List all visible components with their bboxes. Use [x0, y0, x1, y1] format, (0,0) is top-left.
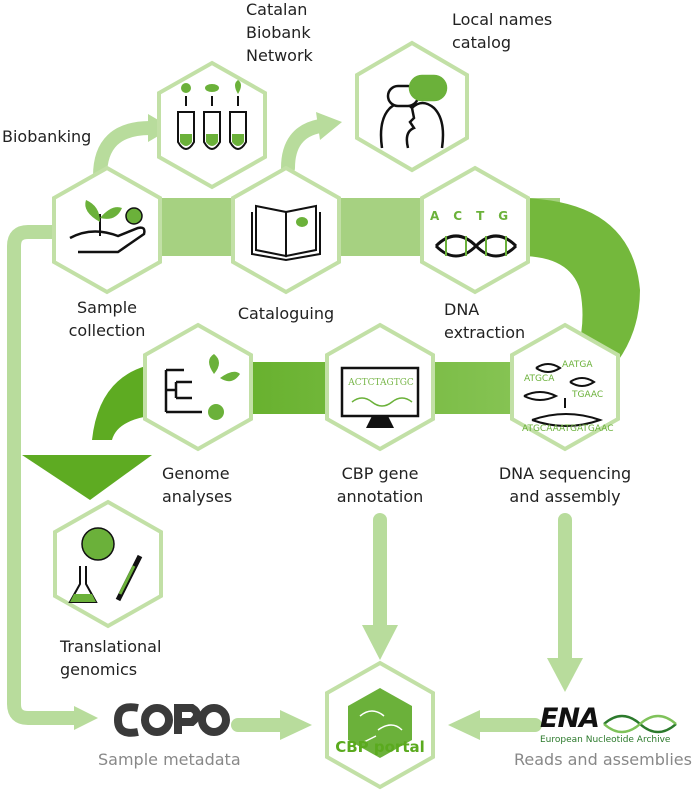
hand-plant-icon: [69, 200, 146, 254]
hex-sample-collection: [52, 165, 162, 295]
label-reads-assemblies: Reads and assemblies: [514, 750, 692, 769]
open-book-icon: [251, 204, 321, 262]
local-names-curve: [281, 119, 327, 175]
test-tubes-icon: [177, 80, 247, 150]
left-feedback-line: [7, 225, 83, 725]
label-cataloguing: Cataloguing: [237, 304, 335, 323]
arrowhead-annotation: [362, 625, 398, 660]
label-biobanking: Biobanking: [2, 127, 92, 146]
hex-dna-extraction: [420, 165, 530, 295]
hex-translational: [53, 499, 163, 629]
seq-tag-atgca: ATGCA: [524, 374, 555, 384]
label-local-names: Local names catalog: [452, 10, 553, 52]
monitor-sequence-text: ACTCTAGTGC: [348, 378, 414, 388]
globe-flask-syringe-icon: [68, 527, 143, 603]
label-catalan-biobank: Catalan Biobank Network: [246, 0, 313, 65]
ena-logo: ENA: [540, 703, 600, 734]
seq-tag-long: ATGCAAATGATGAAC: [522, 424, 614, 434]
label-dna-sequencing: DNA sequencing and assembly: [498, 464, 632, 506]
monitor-icon: [340, 366, 420, 428]
label-dna-extraction: DNA extraction: [444, 300, 526, 342]
hex-biobank: [157, 60, 267, 190]
phylo-tree-icon: [164, 354, 240, 420]
biobanking-curve: [93, 121, 157, 183]
arrowhead-copo: [74, 706, 98, 730]
hexagon-nodes: [52, 40, 620, 790]
actg-letters: ACTG: [430, 209, 523, 223]
label-sample-metadata: Sample metadata: [98, 750, 241, 769]
arrowhead-sequencing: [547, 658, 583, 692]
label-cbp-gene-annotation: CBP gene annotation: [336, 464, 424, 506]
hex-genome-analyses: [143, 322, 253, 452]
sequencing-icon: [523, 363, 604, 427]
arrowheads: [74, 112, 583, 740]
copo-logo-icon: [113, 703, 230, 737]
band-arrowhead: [22, 455, 152, 500]
dna-helix-icon: [434, 234, 518, 258]
seq-tag-aatga: AATGA: [562, 360, 593, 370]
label-translational-genomics: Translational genomics: [60, 637, 162, 679]
label-sample-collection: Sample collection: [68, 298, 146, 340]
ena-subtitle: European Nucleotide Archive: [540, 735, 671, 745]
seq-tag-tgaac: TGAAC: [572, 390, 604, 400]
speech-faces-icon: [379, 74, 448, 149]
cbp-portal-label: CBP portal: [335, 738, 425, 756]
arrowhead-local-names: [316, 112, 342, 140]
connector-lines: [7, 119, 572, 732]
arrowhead-copo-portal: [280, 710, 312, 740]
ena-helix-icon: [603, 714, 677, 734]
label-genome-analyses: Genome analyses: [162, 464, 233, 506]
arrowhead-ena-portal: [448, 710, 480, 740]
portal-icon: [348, 688, 412, 758]
band-curve: [520, 198, 640, 390]
